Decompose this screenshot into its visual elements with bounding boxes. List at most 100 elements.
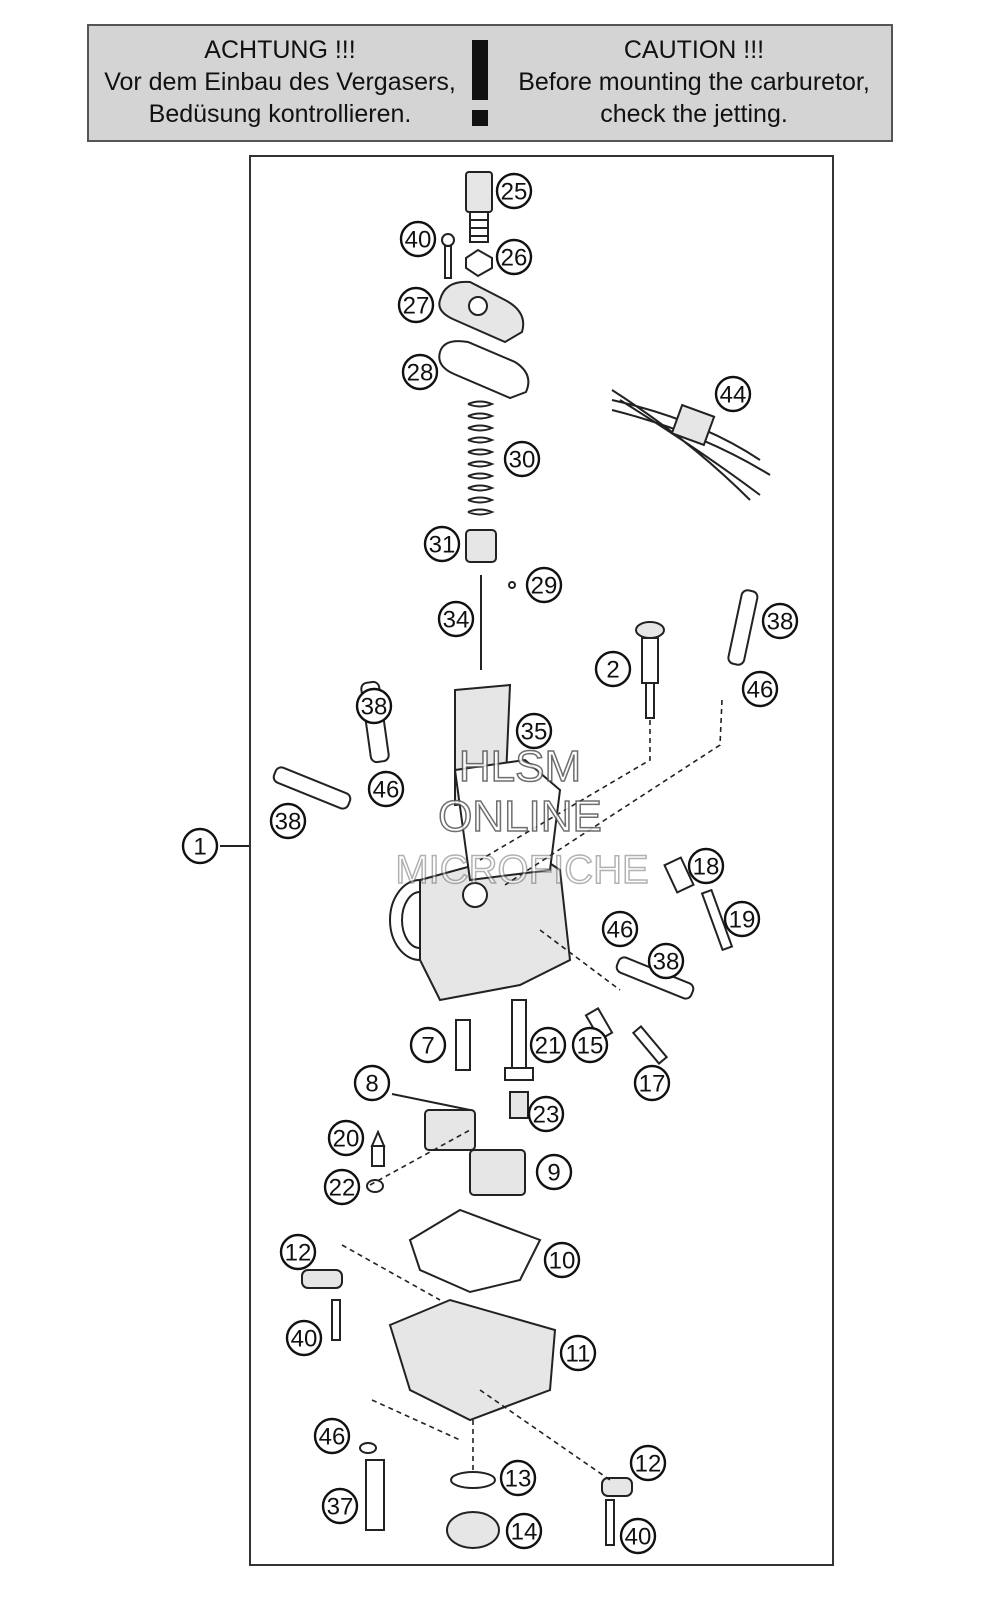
callout-38: 38 xyxy=(761,602,799,640)
pin-part xyxy=(391,1093,471,1111)
callout-26: 26 xyxy=(495,238,533,276)
nut-part xyxy=(465,248,493,278)
jet-part xyxy=(455,1019,471,1071)
callout-number: 17 xyxy=(639,1071,666,1098)
callout-number: 2 xyxy=(606,657,619,684)
callout-46: 46 xyxy=(313,1417,351,1455)
callout-10: 10 xyxy=(543,1241,581,1279)
small-screw-part xyxy=(441,233,455,279)
watermark-online: ONLINE xyxy=(437,791,602,842)
screw-part xyxy=(331,1299,341,1341)
callout-number: 28 xyxy=(407,360,434,387)
callout-12: 12 xyxy=(279,1233,317,1271)
callout-20: 20 xyxy=(327,1119,365,1157)
callout-number: 35 xyxy=(521,719,548,746)
float-bowl-gasket-part xyxy=(408,1208,542,1294)
caution-banner: ACHTUNG !!! Vor dem Einbau des Vergasers… xyxy=(87,24,893,142)
vent-hose-part xyxy=(365,1459,385,1531)
callout-22: 22 xyxy=(323,1168,361,1206)
callout-number: 37 xyxy=(327,1494,354,1521)
jet-part xyxy=(511,999,527,1071)
screw-part xyxy=(700,888,734,952)
callout-7: 7 xyxy=(409,1026,447,1064)
clip-part xyxy=(366,1179,384,1193)
callout-30: 30 xyxy=(503,440,541,478)
adjuster-screw-part xyxy=(465,171,493,243)
callout-number: 20 xyxy=(333,1126,360,1153)
callout-1: 1 xyxy=(181,827,219,865)
callout-38: 38 xyxy=(269,802,307,840)
callout-25: 25 xyxy=(495,172,533,210)
callout-18: 18 xyxy=(687,847,725,885)
callout-15: 15 xyxy=(571,1026,609,1064)
float-part xyxy=(469,1149,526,1196)
callout-number: 38 xyxy=(653,949,680,976)
callout-number: 22 xyxy=(329,1175,356,1202)
callout-number: 38 xyxy=(275,809,302,836)
caution-english: CAUTION !!! Before mounting the carburet… xyxy=(509,34,879,130)
caution-en-line-2: Before mounting the carburetor, xyxy=(518,68,870,96)
callout-2: 2 xyxy=(594,650,632,688)
callout-number: 14 xyxy=(511,1519,538,1546)
caution-de-line-2: Vor dem Einbau des Vergasers, xyxy=(104,68,456,96)
callout-23: 23 xyxy=(527,1095,565,1133)
callout-34: 34 xyxy=(437,600,475,638)
callout-number: 19 xyxy=(729,907,756,934)
callout-number: 38 xyxy=(361,694,388,721)
callout-number: 23 xyxy=(533,1102,560,1129)
callout-11: 11 xyxy=(559,1334,597,1372)
caution-de-line-3: Bedüsung kontrollieren. xyxy=(148,100,412,128)
callout-number: 44 xyxy=(720,382,747,409)
callout-13: 13 xyxy=(499,1459,537,1497)
callout-number: 46 xyxy=(373,777,400,804)
caution-german: ACHTUNG !!! Vor dem Einbau des Vergasers… xyxy=(95,34,465,130)
callout-number: 40 xyxy=(291,1326,318,1353)
callout-number: 18 xyxy=(693,854,720,881)
callout-number: 10 xyxy=(549,1248,576,1275)
vent-hose-part xyxy=(272,766,352,810)
callout-40: 40 xyxy=(399,220,437,258)
screw-part xyxy=(605,1499,615,1546)
float-bowl-part xyxy=(388,1298,557,1422)
callout-35: 35 xyxy=(515,712,553,750)
needle-valve-part xyxy=(370,1129,386,1147)
callout-number: 30 xyxy=(509,447,536,474)
callout-number: 38 xyxy=(767,609,794,636)
callout-number: 7 xyxy=(421,1033,434,1060)
callout-38: 38 xyxy=(647,942,685,980)
callout-37: 37 xyxy=(321,1487,359,1525)
callout-number: 21 xyxy=(535,1033,562,1060)
callout-number: 13 xyxy=(505,1466,532,1493)
drain-plug-part xyxy=(446,1511,500,1549)
callout-number: 46 xyxy=(607,917,634,944)
callout-number: 25 xyxy=(501,179,528,206)
callout-21: 21 xyxy=(529,1026,567,1064)
callout-46: 46 xyxy=(601,910,639,948)
spring-part xyxy=(467,400,495,516)
clip-part xyxy=(359,1442,377,1454)
callout-27: 27 xyxy=(397,286,435,324)
callout-28: 28 xyxy=(401,353,439,391)
callout-number: 27 xyxy=(403,293,430,320)
callout-38: 38 xyxy=(355,687,393,725)
callout-number: 11 xyxy=(566,1341,591,1368)
callout-40: 40 xyxy=(285,1319,323,1357)
callout-number: 29 xyxy=(531,573,558,600)
callout-number: 1 xyxy=(193,834,206,861)
callout-number: 40 xyxy=(625,1524,652,1551)
callout-number: 31 xyxy=(429,532,456,559)
callout-number: 12 xyxy=(635,1451,662,1478)
screw-part xyxy=(663,856,695,894)
callout-number: 40 xyxy=(405,227,432,254)
callout-12: 12 xyxy=(629,1444,667,1482)
callout-46: 46 xyxy=(367,770,405,808)
idle-screw-part xyxy=(635,621,665,719)
callout-number: 46 xyxy=(319,1424,346,1451)
callout-8: 8 xyxy=(353,1064,391,1102)
caution-en-line-1: CAUTION !!! xyxy=(623,36,765,64)
callout-number: 46 xyxy=(747,677,774,704)
callout-number: 8 xyxy=(365,1071,378,1098)
callout-14: 14 xyxy=(505,1512,543,1550)
bracket-part xyxy=(601,1477,633,1497)
